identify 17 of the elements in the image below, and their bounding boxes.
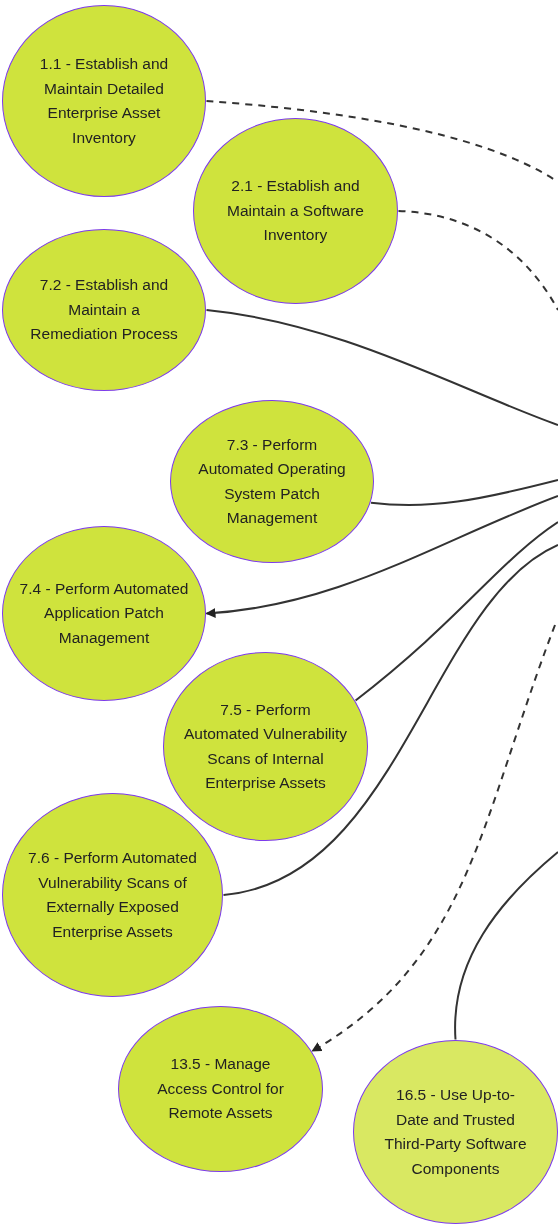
connector-line — [397, 210, 558, 311]
connector-line — [454, 851, 558, 1041]
circle-label: 2.1 - Establish and Maintain a Software Inventory — [226, 176, 365, 246]
connector-line — [222, 544, 558, 896]
circle-label: 7.6 - Perform Automated Vulnerability Scans of Externally Exposed Enterprise Assets — [27, 848, 198, 942]
connector-line — [354, 521, 558, 702]
circle-label: 1.1 - Establish and Maintain Detailed Enterprise Asset Inventory — [38, 54, 170, 148]
circle-label: 7.3 - Perform Automated Operating System Patch Management — [197, 434, 347, 528]
connector-line — [370, 479, 558, 507]
connector-line — [205, 495, 558, 618]
connector-line — [205, 309, 558, 426]
circle-label: 13.5 - Manage Access Control for Remote Assets — [156, 1054, 285, 1124]
circle-label: 7.2 - Establish and Maintain a Remediation Process — [29, 275, 179, 345]
circle-label: 7.4 - Perform Automated Application Patch Management — [19, 578, 189, 648]
circle-label: 7.5 - Perform Automated Vulnerability Scans of Internal Enterprise Assets — [183, 699, 348, 793]
circle-label: 16.5 - Use Up-to-Date and Trusted Third-Party Software Components — [383, 1085, 528, 1179]
connector-line — [311, 624, 556, 1053]
